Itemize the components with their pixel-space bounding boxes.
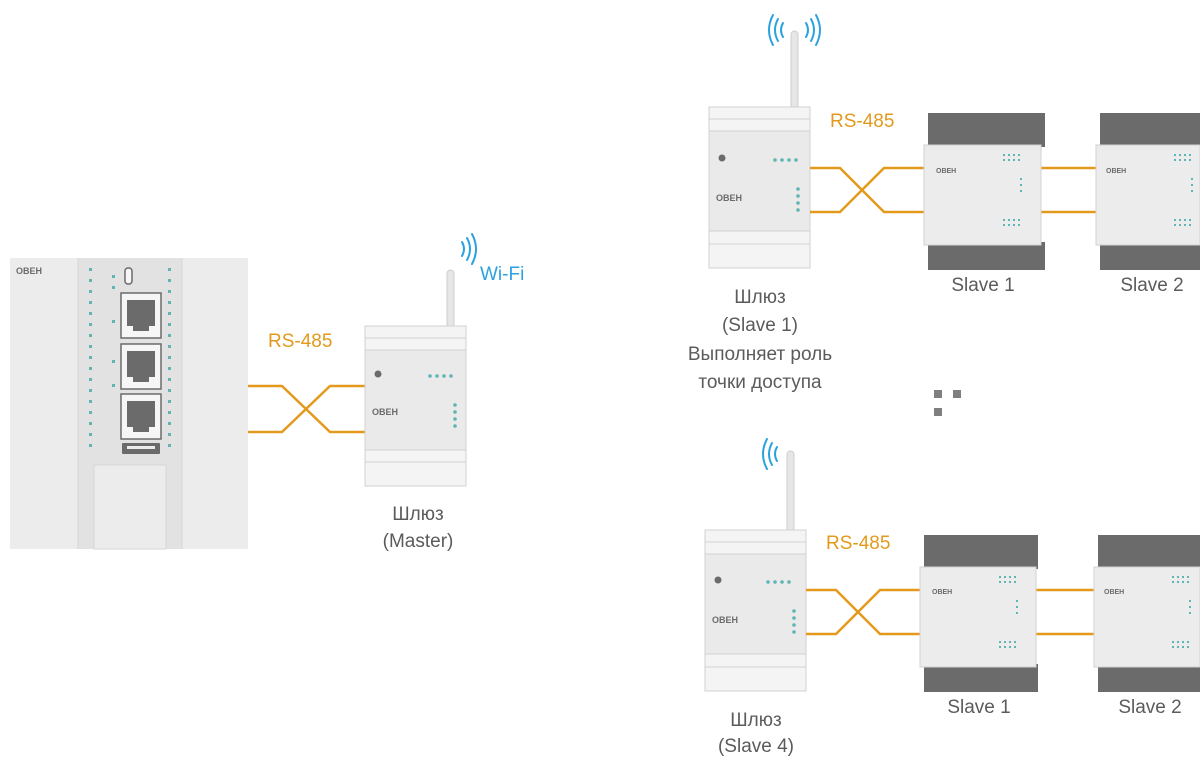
left-rs485-label: RS-485 bbox=[268, 331, 333, 352]
controller-led-column-left bbox=[89, 268, 92, 447]
rs485-wiring-top bbox=[810, 166, 1098, 214]
rj45-port-icon bbox=[120, 393, 162, 440]
antenna-icon bbox=[790, 30, 799, 110]
top-gateway-note-line2: точки доступа bbox=[698, 372, 822, 393]
bottom-slave1-label: Slave 1 bbox=[947, 697, 1011, 718]
antenna-icon bbox=[446, 269, 455, 329]
rj45-port-icon bbox=[120, 292, 162, 339]
bottom-slave2-module: ОВЕН bbox=[1093, 535, 1200, 692]
bottom-gateway-name: Шлюз bbox=[730, 710, 782, 731]
slave1-gateway-device: ОВЕН bbox=[708, 30, 811, 269]
wifi-signal-icon bbox=[762, 438, 778, 470]
wifi-signal-icon bbox=[461, 233, 477, 265]
svg-text:ОВЕН: ОВЕН bbox=[372, 407, 398, 417]
antenna-icon bbox=[786, 450, 795, 534]
bottom-gateway-role: (Slave 4) bbox=[717, 736, 795, 757]
bottom-slave2-label: Slave 2 bbox=[1118, 697, 1182, 718]
svg-text:ОВЕН: ОВЕН bbox=[1106, 168, 1126, 175]
wifi-label: Wi-Fi bbox=[480, 264, 525, 285]
controller-device: ОВЕН bbox=[10, 258, 248, 550]
controller-logo: ОВЕН bbox=[16, 266, 42, 276]
svg-text:ОВЕН: ОВЕН bbox=[712, 615, 738, 625]
slave4-gateway-device: ОВЕН bbox=[704, 450, 807, 692]
top-slave2-module: ОВЕН bbox=[1095, 113, 1200, 270]
rs485-wiring-left bbox=[248, 384, 366, 434]
top-slave1-label: Slave 1 bbox=[951, 275, 1015, 296]
svg-text:ОВЕН: ОВЕН bbox=[932, 589, 952, 596]
rs485-wiring-bottom bbox=[806, 588, 1096, 636]
top-gateway-note-line1: Выполняет роль bbox=[687, 344, 833, 365]
top-slave2-label: Slave 2 bbox=[1120, 275, 1184, 296]
bottom-rs485-label: RS-485 bbox=[826, 533, 891, 554]
ellipsis-dots-icon bbox=[934, 390, 990, 416]
svg-text:ОВЕН: ОВЕН bbox=[1104, 589, 1124, 596]
svg-text:ОВЕН: ОВЕН bbox=[716, 193, 742, 203]
rj45-port-icon bbox=[120, 343, 162, 390]
top-gateway-role: (Slave 1) bbox=[721, 315, 799, 336]
top-gateway-name: Шлюз bbox=[734, 287, 786, 308]
master-gateway-device: ОВЕН bbox=[364, 269, 467, 487]
top-rs485-label: RS-485 bbox=[830, 111, 895, 132]
controller-led-column-right bbox=[168, 268, 171, 447]
svg-text:ОВЕН: ОВЕН bbox=[936, 168, 956, 175]
master-gateway-name: Шлюз bbox=[392, 504, 444, 525]
master-gateway-role: (Master) bbox=[382, 531, 454, 552]
usb-c-port-icon bbox=[124, 267, 133, 285]
wifi-broadcast-icon bbox=[768, 14, 821, 46]
bottom-slave1-module: ОВЕН bbox=[919, 535, 1038, 692]
top-slave1-module: ОВЕН bbox=[923, 113, 1045, 270]
